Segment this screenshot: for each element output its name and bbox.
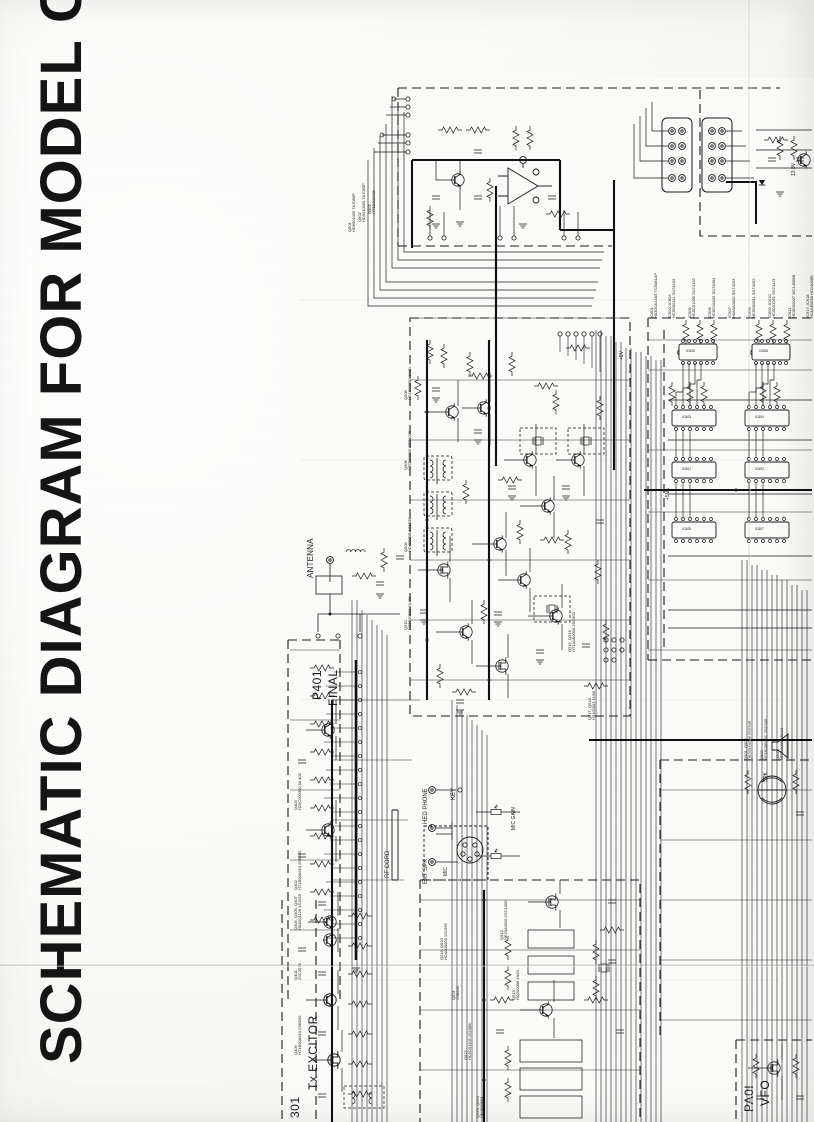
schematic-drawing (281, 87, 812, 1122)
